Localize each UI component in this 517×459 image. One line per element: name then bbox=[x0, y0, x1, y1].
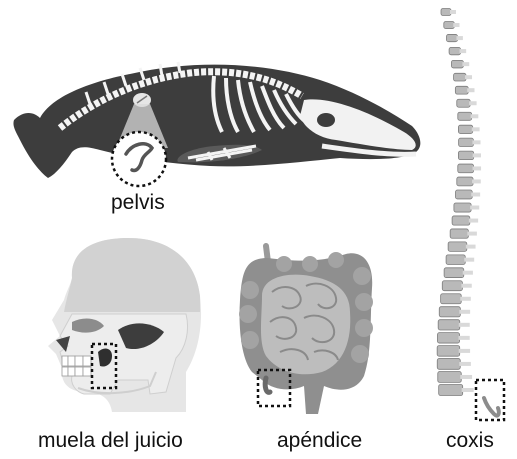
vertebra-process bbox=[460, 297, 471, 301]
vertebra-process bbox=[472, 140, 480, 144]
vertebra-process bbox=[467, 88, 474, 92]
vertebra bbox=[457, 99, 470, 107]
vertebra bbox=[439, 307, 460, 317]
vertebra bbox=[441, 9, 451, 16]
vertebra-process bbox=[459, 310, 470, 314]
vertebra bbox=[458, 164, 474, 173]
vertebra bbox=[444, 268, 464, 278]
head-skin-upper bbox=[64, 238, 200, 312]
vertebra-process bbox=[473, 153, 481, 157]
vertebra-process bbox=[464, 258, 474, 262]
label-wisdom-tooth: muela del juicio bbox=[38, 430, 183, 451]
vertebra-process bbox=[459, 323, 470, 327]
vertebra bbox=[457, 177, 473, 186]
vertebra-process bbox=[462, 62, 469, 66]
vertebra bbox=[454, 203, 471, 212]
coccyx bbox=[484, 398, 499, 416]
vertebra bbox=[437, 346, 460, 357]
vertebra bbox=[458, 112, 472, 120]
vertebra bbox=[459, 138, 474, 146]
vertebra bbox=[454, 73, 466, 81]
vertebra bbox=[444, 21, 454, 28]
intestines-illustration bbox=[239, 246, 373, 414]
label-coccyx: coxis bbox=[446, 430, 494, 451]
vertebra bbox=[455, 190, 472, 199]
vertebra bbox=[452, 216, 470, 225]
vertebra bbox=[449, 47, 460, 54]
vertebra-process bbox=[462, 388, 474, 392]
vertebra-process bbox=[456, 36, 462, 40]
human-head-illustration bbox=[48, 238, 201, 412]
vertebra-process bbox=[469, 219, 478, 223]
vertebra bbox=[441, 294, 462, 304]
spine-illustration bbox=[437, 9, 481, 396]
vertebra bbox=[438, 320, 460, 330]
vertebra bbox=[451, 60, 463, 68]
label-pelvis: pelvis bbox=[111, 192, 165, 213]
vertebra bbox=[455, 86, 468, 94]
whale-illustration bbox=[13, 62, 420, 186]
label-appendix: apéndice bbox=[277, 430, 362, 451]
vertebra bbox=[437, 333, 459, 343]
vertebra-process bbox=[471, 114, 479, 118]
vertebra bbox=[438, 372, 462, 383]
vertebra bbox=[442, 281, 462, 291]
vertebra bbox=[447, 34, 458, 41]
vertebra-process bbox=[466, 245, 476, 249]
vertebra-process bbox=[473, 166, 481, 170]
vertebra-process bbox=[461, 284, 471, 288]
vertebra-process bbox=[459, 336, 470, 340]
vertebra-process bbox=[465, 75, 472, 79]
vertebra-process bbox=[459, 349, 470, 353]
vertebra-process bbox=[459, 362, 471, 366]
vertebra-process bbox=[471, 192, 480, 196]
vertebra bbox=[439, 385, 463, 396]
vertebra bbox=[450, 229, 468, 238]
vertebra-process bbox=[460, 375, 472, 379]
vertebra-process bbox=[469, 101, 476, 105]
vertebra-process bbox=[450, 10, 456, 14]
vertebra bbox=[437, 359, 460, 370]
whale-eye-socket bbox=[317, 113, 335, 127]
vertebra-process bbox=[467, 232, 477, 236]
vertebra bbox=[458, 125, 472, 133]
vertebra bbox=[458, 151, 473, 160]
pelvis-zoom-circle bbox=[112, 132, 166, 186]
vertebra-process bbox=[463, 271, 473, 275]
vertebra-process bbox=[453, 23, 459, 27]
vertebra-process bbox=[470, 206, 479, 210]
vertebra-process bbox=[460, 49, 467, 53]
vertebra-process bbox=[472, 127, 480, 131]
vertebra-process bbox=[472, 179, 481, 183]
vertebra bbox=[446, 255, 465, 265]
vertebra bbox=[448, 242, 467, 251]
teeth bbox=[62, 356, 91, 376]
